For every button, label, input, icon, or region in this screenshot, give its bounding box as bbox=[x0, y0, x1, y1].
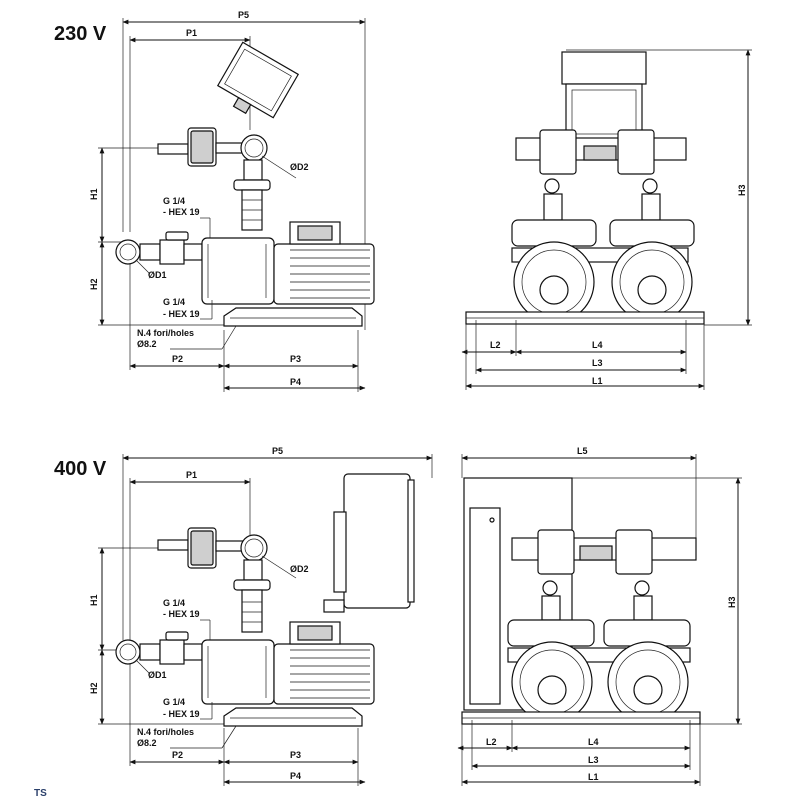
d2-label: ØD2 bbox=[290, 564, 309, 574]
g-top-2: - HEX 19 bbox=[163, 609, 200, 619]
dim-h2: H2 bbox=[89, 278, 99, 290]
dim-l3: L3 bbox=[588, 755, 599, 765]
dim-p3: P3 bbox=[290, 750, 301, 760]
g-top-1: G 1/4 bbox=[163, 196, 185, 206]
dim-l1: L1 bbox=[592, 376, 603, 386]
g-bottom-1: G 1/4 bbox=[163, 297, 185, 307]
footer-mark: TS bbox=[34, 788, 47, 799]
dim-p5: P5 bbox=[238, 10, 249, 20]
side-view: P5 P1 H1 H2 P2 P3 P4 bbox=[89, 446, 433, 786]
voltage-label: 230 V bbox=[54, 23, 107, 45]
dim-l1: L1 bbox=[588, 772, 599, 782]
pump-base bbox=[223, 307, 363, 327]
front-view: H3 bbox=[461, 49, 752, 390]
holes-1: N.4 fori/holes bbox=[137, 727, 194, 737]
dim-h2: H2 bbox=[89, 682, 99, 694]
dim-l4: L4 bbox=[592, 340, 603, 350]
holes-1: N.4 fori/holes bbox=[137, 328, 194, 338]
diagram-230v: 230 V P5 P1 H1 H2 bbox=[54, 10, 752, 392]
dim-p3: P3 bbox=[290, 354, 301, 364]
front-view: L5 H3 bbox=[457, 446, 742, 786]
g-bottom-2: - HEX 19 bbox=[163, 709, 200, 719]
dim-h3: H3 bbox=[737, 184, 747, 196]
dim-p2: P2 bbox=[172, 750, 183, 760]
g-top-2: - HEX 19 bbox=[163, 207, 200, 217]
control-cabinet bbox=[343, 473, 411, 609]
dim-p2: P2 bbox=[172, 354, 183, 364]
d1-label: ØD1 bbox=[148, 270, 167, 280]
dim-p1: P1 bbox=[186, 470, 197, 480]
dim-h3: H3 bbox=[727, 596, 737, 608]
g-bottom-1: G 1/4 bbox=[163, 697, 185, 707]
holes-2: Ø8.2 bbox=[137, 339, 157, 349]
g-top-1: G 1/4 bbox=[163, 598, 185, 608]
d1-label: ØD1 bbox=[148, 670, 167, 680]
dim-h1: H1 bbox=[89, 594, 99, 606]
control-box bbox=[216, 41, 300, 119]
pump-body bbox=[201, 639, 275, 705]
dim-p1: P1 bbox=[186, 28, 197, 38]
holes-2: Ø8.2 bbox=[137, 738, 157, 748]
dim-l3: L3 bbox=[592, 358, 603, 368]
dim-l2: L2 bbox=[490, 340, 501, 350]
dim-h1: H1 bbox=[89, 188, 99, 200]
control-unit bbox=[561, 51, 647, 85]
d2-label: ØD2 bbox=[290, 162, 309, 172]
dim-l2: L2 bbox=[486, 737, 497, 747]
pump-body bbox=[201, 237, 275, 305]
dim-p4: P4 bbox=[290, 377, 301, 387]
dim-l4: L4 bbox=[588, 737, 599, 747]
diagram-400v: 400 V P5 P1 H1 H2 P2 P3 P4 bbox=[54, 446, 742, 786]
side-view: P5 P1 H1 H2 P2 P3 P4 bbox=[89, 10, 375, 392]
pump-base bbox=[223, 707, 363, 727]
dim-l5: L5 bbox=[577, 446, 588, 456]
voltage-label: 400 V bbox=[54, 458, 107, 480]
pressure-switch-stem bbox=[157, 143, 189, 155]
g-bottom-2: - HEX 19 bbox=[163, 309, 200, 319]
dim-p5: P5 bbox=[272, 446, 283, 456]
valve-handle-top bbox=[233, 179, 271, 191]
dim-p4: P4 bbox=[290, 771, 301, 781]
